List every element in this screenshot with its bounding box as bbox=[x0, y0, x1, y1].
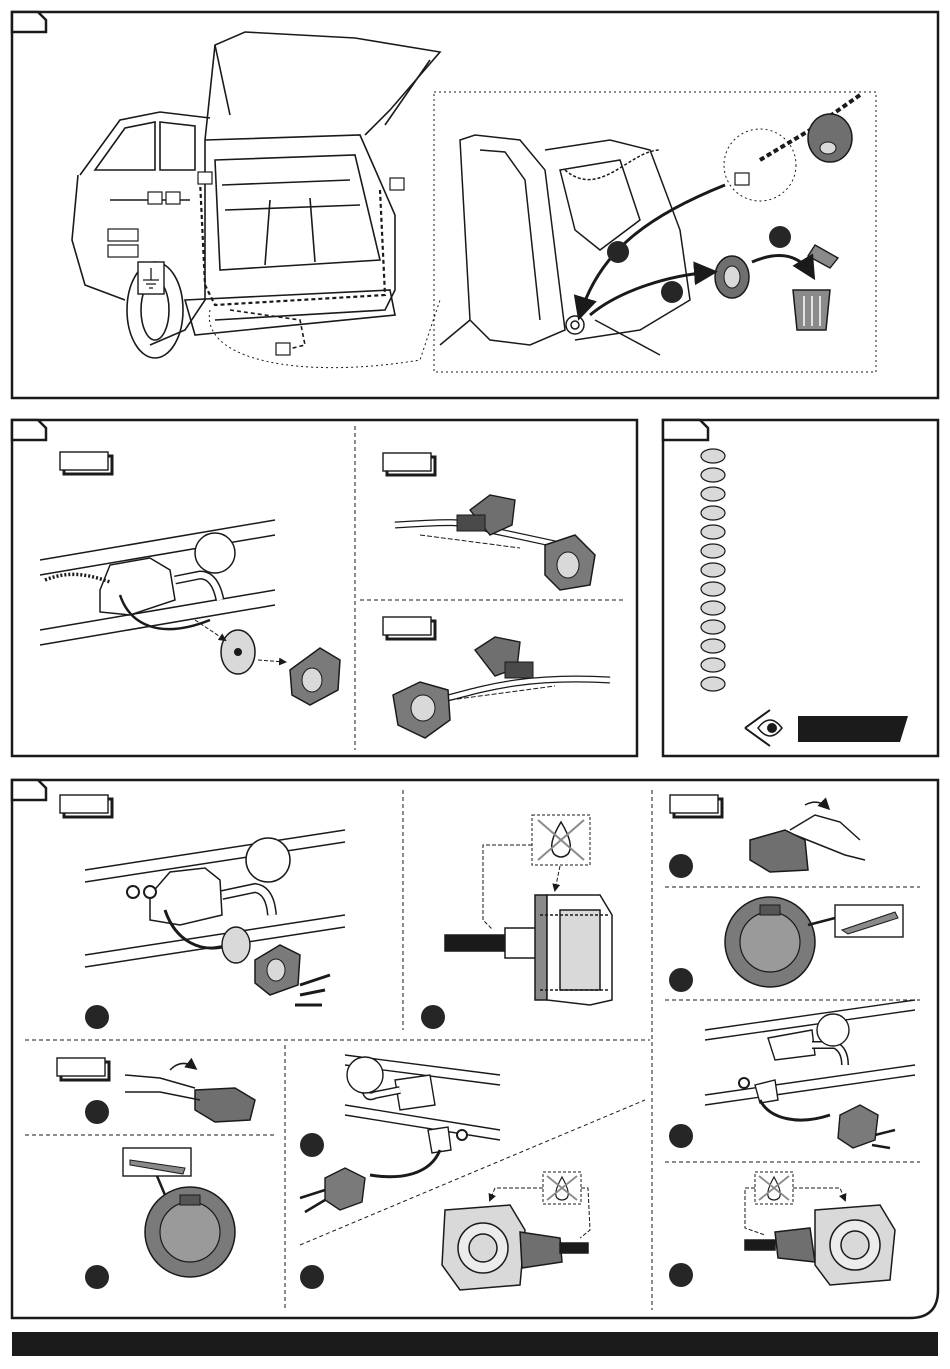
legend-item bbox=[701, 487, 725, 501]
section-1-panel bbox=[12, 12, 938, 398]
step-marker bbox=[300, 1265, 324, 1289]
section-3-tab bbox=[663, 420, 708, 440]
no-water-icon bbox=[755, 1172, 793, 1204]
variant-label-box bbox=[383, 453, 431, 471]
socket-part bbox=[325, 1168, 365, 1210]
callout-box bbox=[276, 343, 290, 355]
step-marker bbox=[421, 1005, 445, 1029]
section-2-panel bbox=[12, 420, 637, 756]
boot-part bbox=[505, 662, 533, 678]
legend-item bbox=[701, 544, 725, 558]
no-water-icon bbox=[543, 1172, 581, 1204]
step-marker bbox=[300, 1133, 324, 1157]
legend-item bbox=[701, 468, 725, 482]
legend-item bbox=[701, 601, 725, 615]
step-marker bbox=[669, 1263, 693, 1287]
step-marker bbox=[85, 1100, 109, 1124]
callout-box bbox=[166, 192, 180, 204]
legend-item bbox=[701, 449, 725, 463]
step-marker bbox=[607, 241, 629, 263]
step-marker bbox=[769, 226, 791, 248]
legend-item bbox=[701, 506, 725, 520]
footer-bar bbox=[12, 1332, 938, 1356]
grommet-part bbox=[808, 114, 852, 162]
legend-item bbox=[701, 677, 725, 691]
variant-label-box bbox=[383, 617, 431, 635]
variant-label-box bbox=[57, 1058, 105, 1076]
ground-symbol-icon bbox=[138, 262, 164, 294]
legend-item bbox=[701, 658, 725, 672]
knife-icon bbox=[835, 905, 903, 937]
callout-box bbox=[148, 192, 162, 204]
note-bar bbox=[798, 716, 908, 742]
step-marker bbox=[85, 1005, 109, 1029]
section-3-panel bbox=[663, 420, 938, 756]
boot-part bbox=[457, 515, 485, 531]
callout-box bbox=[735, 173, 749, 185]
legend-item bbox=[701, 639, 725, 653]
mounting-plate bbox=[222, 927, 250, 963]
no-water-icon bbox=[532, 815, 590, 865]
section-4-tab bbox=[12, 780, 46, 800]
variant-label-box bbox=[60, 795, 108, 813]
callout-box bbox=[390, 178, 404, 190]
legend-item bbox=[701, 563, 725, 577]
knife-icon bbox=[123, 1148, 191, 1176]
step-marker bbox=[669, 1124, 693, 1148]
callout-box bbox=[198, 172, 212, 184]
legend-item bbox=[701, 582, 725, 596]
callout-box bbox=[108, 229, 138, 241]
step-marker bbox=[669, 968, 693, 992]
section-2-tab bbox=[12, 420, 46, 440]
housing-illustration bbox=[725, 897, 815, 987]
section-4-panel bbox=[12, 780, 938, 1318]
housing-illustration bbox=[145, 1187, 235, 1277]
legend-item bbox=[701, 525, 725, 539]
callout-box bbox=[108, 245, 138, 257]
variant-label-box bbox=[670, 795, 718, 813]
step-marker bbox=[85, 1265, 109, 1289]
step-marker bbox=[669, 854, 693, 878]
section-1-tab bbox=[12, 12, 46, 32]
step-marker bbox=[661, 281, 683, 303]
legend-item bbox=[701, 620, 725, 634]
variant-label-box bbox=[60, 452, 108, 470]
